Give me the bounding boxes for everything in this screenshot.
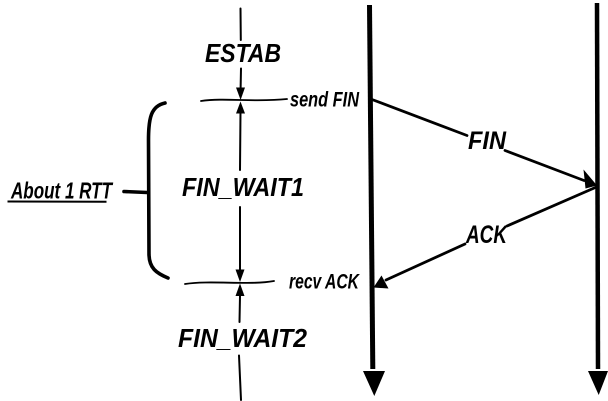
- svg-text:recv ACK: recv ACK: [289, 271, 360, 294]
- svg-text:FIN: FIN: [468, 127, 507, 155]
- svg-text:FIN_WAIT2: FIN_WAIT2: [178, 323, 308, 353]
- svg-text:ACK: ACK: [465, 221, 508, 249]
- svg-text:ESTAB: ESTAB: [205, 40, 281, 68]
- svg-text:send FIN: send FIN: [290, 89, 360, 112]
- svg-text:FIN_WAIT1: FIN_WAIT1: [182, 172, 304, 202]
- svg-text:About 1 RTT: About 1 RTT: [10, 178, 113, 204]
